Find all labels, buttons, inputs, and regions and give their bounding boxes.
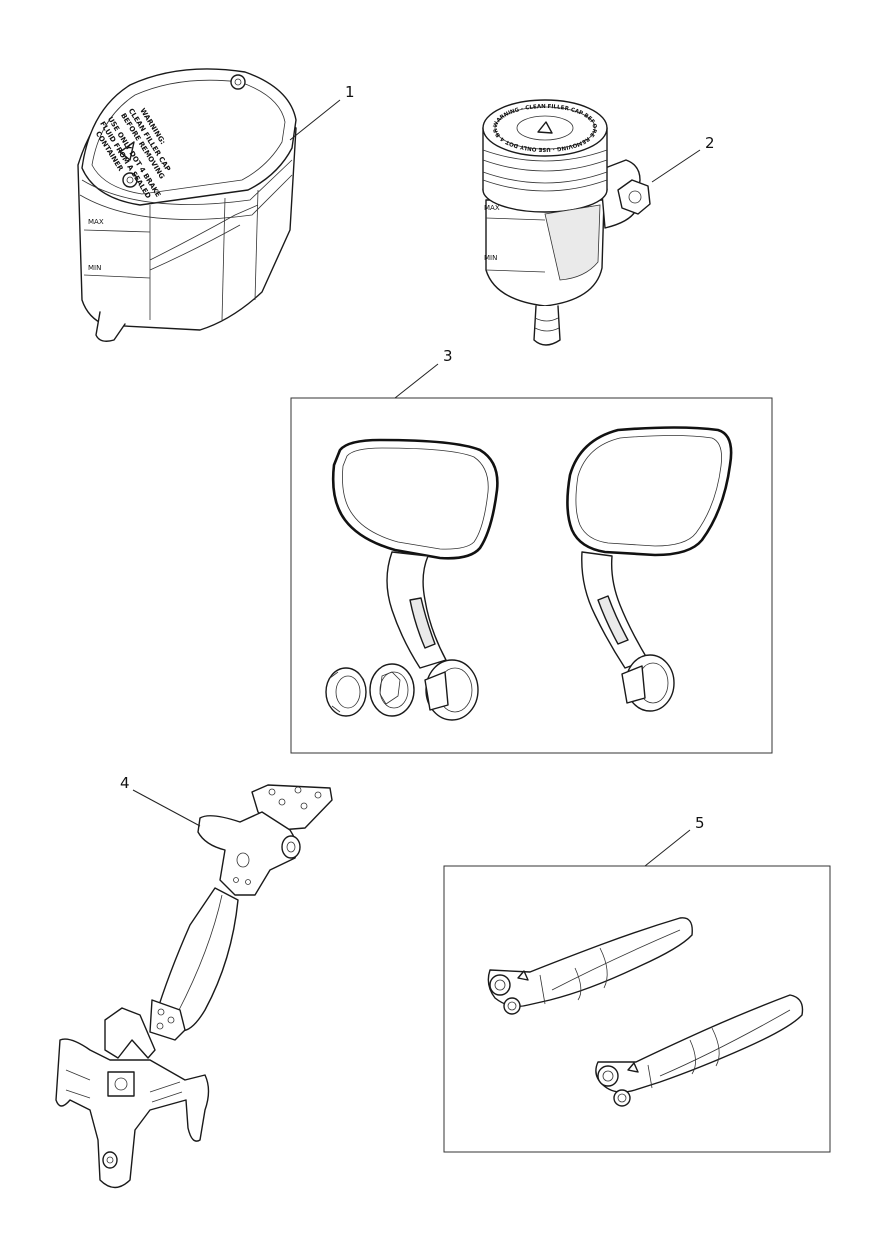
callout-1: 1	[345, 83, 355, 101]
screw-icon	[122, 172, 138, 188]
leader-line-4	[132, 789, 201, 827]
leader-line-2	[651, 149, 701, 183]
part-5-frame	[443, 865, 831, 1153]
bolt-icon	[617, 179, 651, 215]
leader-line-3	[394, 363, 439, 399]
part-3-mirrors	[325, 426, 733, 721]
callout-5: 5	[695, 814, 705, 832]
part-3-frame	[290, 397, 773, 754]
adapter-ring	[369, 663, 415, 717]
warning-triangle-icon	[537, 121, 553, 134]
leader-line-1	[289, 99, 341, 141]
callout-3: 3	[443, 347, 453, 365]
min-label: MIN	[484, 254, 497, 262]
part-4-plate-holder	[55, 784, 333, 1189]
max-label: MAX	[88, 218, 104, 226]
max-label: MAX	[484, 204, 500, 212]
part-1-rect-reservoir: WARNING: CLEAN FILLER CAP BEFORE REMOVIN…	[77, 68, 297, 342]
leader-line-5	[644, 829, 691, 867]
min-label: MIN	[88, 264, 101, 272]
adapter-ring	[325, 667, 367, 717]
warning-triangle-icon	[627, 1062, 639, 1073]
warning-triangle-icon	[517, 970, 529, 981]
callout-2: 2	[705, 134, 715, 152]
part-5-indicators	[487, 917, 804, 1107]
warning-triangle-icon	[119, 141, 135, 161]
screw-icon	[230, 74, 246, 90]
callout-4: 4	[120, 774, 130, 792]
